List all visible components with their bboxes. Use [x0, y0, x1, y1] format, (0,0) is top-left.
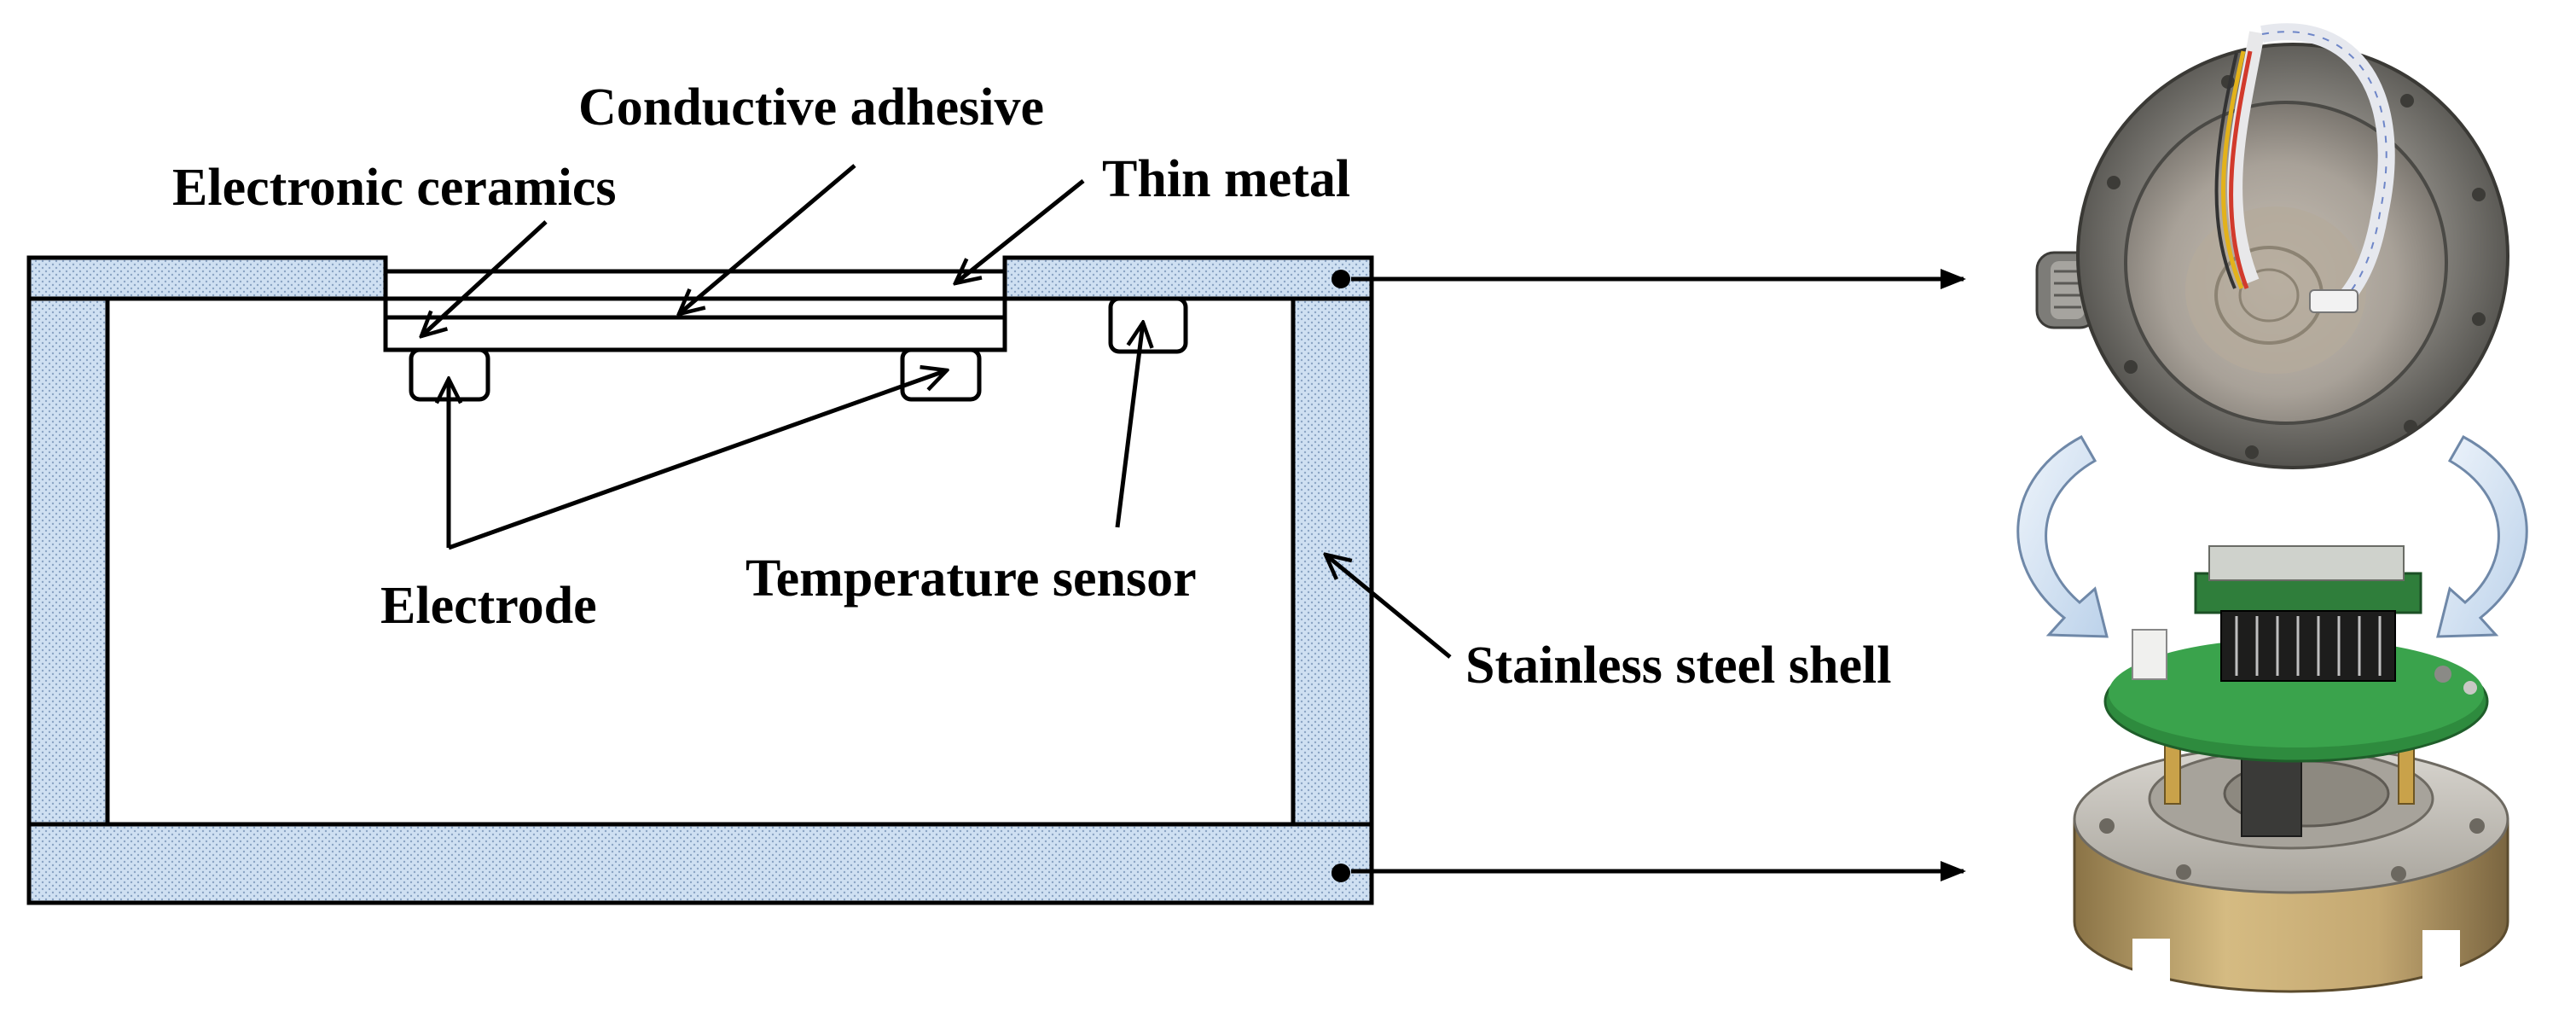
shell-left-wall	[26, 296, 110, 827]
arrow-electrode-right	[448, 370, 947, 550]
label-conductive-adhesive: Conductive adhesive	[578, 79, 1044, 137]
shell-top-left-plate	[26, 255, 388, 301]
arrow-electronic-ceramics	[421, 220, 548, 336]
shell-bottom-dot	[1332, 864, 1350, 882]
temperature-sensor-block	[1108, 296, 1188, 354]
label-thin-metal: Thin metal	[1102, 150, 1350, 208]
stainless-steel-shell	[26, 255, 1374, 905]
sensor-assembly-top-photo	[2035, 23, 2509, 469]
label-stainless-steel-shell: Stainless steel shell	[1465, 637, 1891, 695]
label-temperature-sensor: Temperature sensor	[746, 550, 1197, 608]
electronic-ceramics-layer	[383, 315, 1007, 352]
curved-arrow-right	[2436, 434, 2528, 638]
arrow-conductive-adhesive	[679, 164, 856, 314]
label-electronic-ceramics: Electronic ceramics	[172, 159, 616, 217]
shell-top-dot	[1332, 270, 1350, 288]
arrow-temperature-sensor	[1115, 323, 1143, 528]
shell-bottom-plate	[26, 822, 1374, 905]
curved-arrow-left	[2016, 434, 2109, 638]
arrow-stainless-steel-shell	[1326, 555, 1452, 659]
label-electrode: Electrode	[380, 577, 597, 635]
arrow-thin-metal	[955, 179, 1085, 283]
sensor-base-photo	[2073, 545, 2509, 993]
shell-top-right-plate	[1002, 255, 1374, 301]
pointer-arrows	[421, 164, 1452, 659]
